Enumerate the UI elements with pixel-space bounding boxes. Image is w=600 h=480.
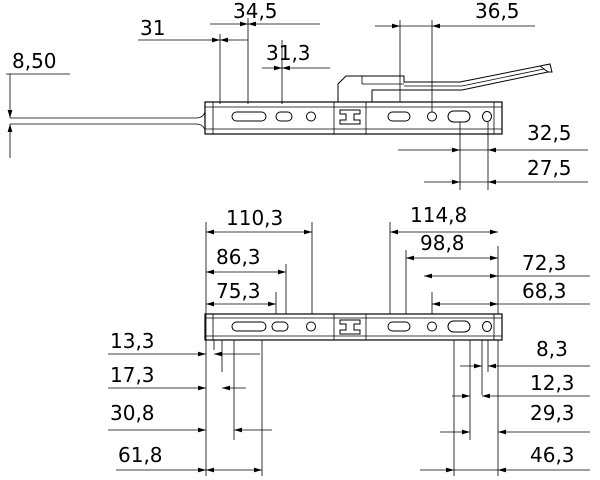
dim-8-50-label: 8,50 (12, 49, 57, 73)
dim-86-3-label: 86,3 (216, 245, 261, 269)
dim-68-3: 68,3 (432, 279, 590, 307)
rail-top (204, 101, 503, 135)
top-view: 31 34,5 31,3 8,50 36,5 (6, 0, 588, 190)
dim-17-3-label: 17,3 (110, 363, 155, 387)
release-lever (337, 63, 553, 102)
dim-36-5: 36,5 (375, 0, 535, 112)
dim-86-3: 86,3 (206, 245, 286, 275)
dim-34-5-label: 34,5 (233, 0, 278, 23)
dim-68-3-label: 68,3 (522, 279, 567, 303)
dim-32-5: 32,5 (398, 121, 588, 190)
dim-110-3: 110,3 (206, 206, 312, 235)
dim-13-3-label: 13,3 (110, 329, 155, 353)
dim-29-3-label: 29,3 (530, 401, 575, 425)
dim-72-3: 72,3 (424, 251, 590, 279)
dim-12-3: 12,3 (452, 371, 590, 399)
dim-8-3: 8,3 (460, 337, 590, 369)
bottom-view: 110,3 86,3 75,3 114,8 98,8 72,3 (108, 203, 590, 476)
dim-61-8-label: 61,8 (118, 443, 163, 467)
dim-114-8: 114,8 (390, 203, 498, 235)
dim-31-label: 31 (140, 16, 165, 40)
dim-61-8: 61,8 (116, 443, 262, 473)
dim-72-3-label: 72,3 (522, 251, 567, 275)
dim-17-3: 17,3 (108, 363, 246, 391)
dim-13-3: 13,3 (108, 329, 260, 357)
dim-98-8-label: 98,8 (420, 231, 465, 255)
dim-27-5: 27,5 (424, 156, 588, 185)
dim-12-3-label: 12,3 (530, 371, 575, 395)
guide-rod (10, 111, 206, 131)
dim-32-5-label: 32,5 (527, 121, 572, 145)
dim-46-3: 46,3 (420, 440, 590, 476)
dim-36-5-label: 36,5 (475, 0, 520, 23)
dim-8-50: 8,50 (6, 49, 70, 158)
dim-31-3: 31,3 (262, 40, 330, 104)
dim-30-8: 30,8 (108, 401, 272, 433)
dim-98-8: 98,8 (406, 231, 498, 261)
dim-75-3: 75,3 (206, 279, 276, 307)
dim-31: 31 (138, 16, 248, 104)
dim-27-5-label: 27,5 (527, 156, 572, 180)
dim-29-3: 29,3 (440, 340, 590, 440)
rail-bottom (204, 313, 503, 341)
dim-114-8-label: 114,8 (410, 203, 467, 227)
dim-8-3-label: 8,3 (536, 337, 568, 361)
dim-75-3-label: 75,3 (216, 279, 261, 303)
dim-30-8-label: 30,8 (110, 401, 155, 425)
dim-34-5: 34,5 (210, 0, 320, 104)
dim-110-3-label: 110,3 (226, 206, 283, 230)
dim-46-3-label: 46,3 (530, 443, 575, 467)
dim-31-3-label: 31,3 (266, 41, 311, 65)
